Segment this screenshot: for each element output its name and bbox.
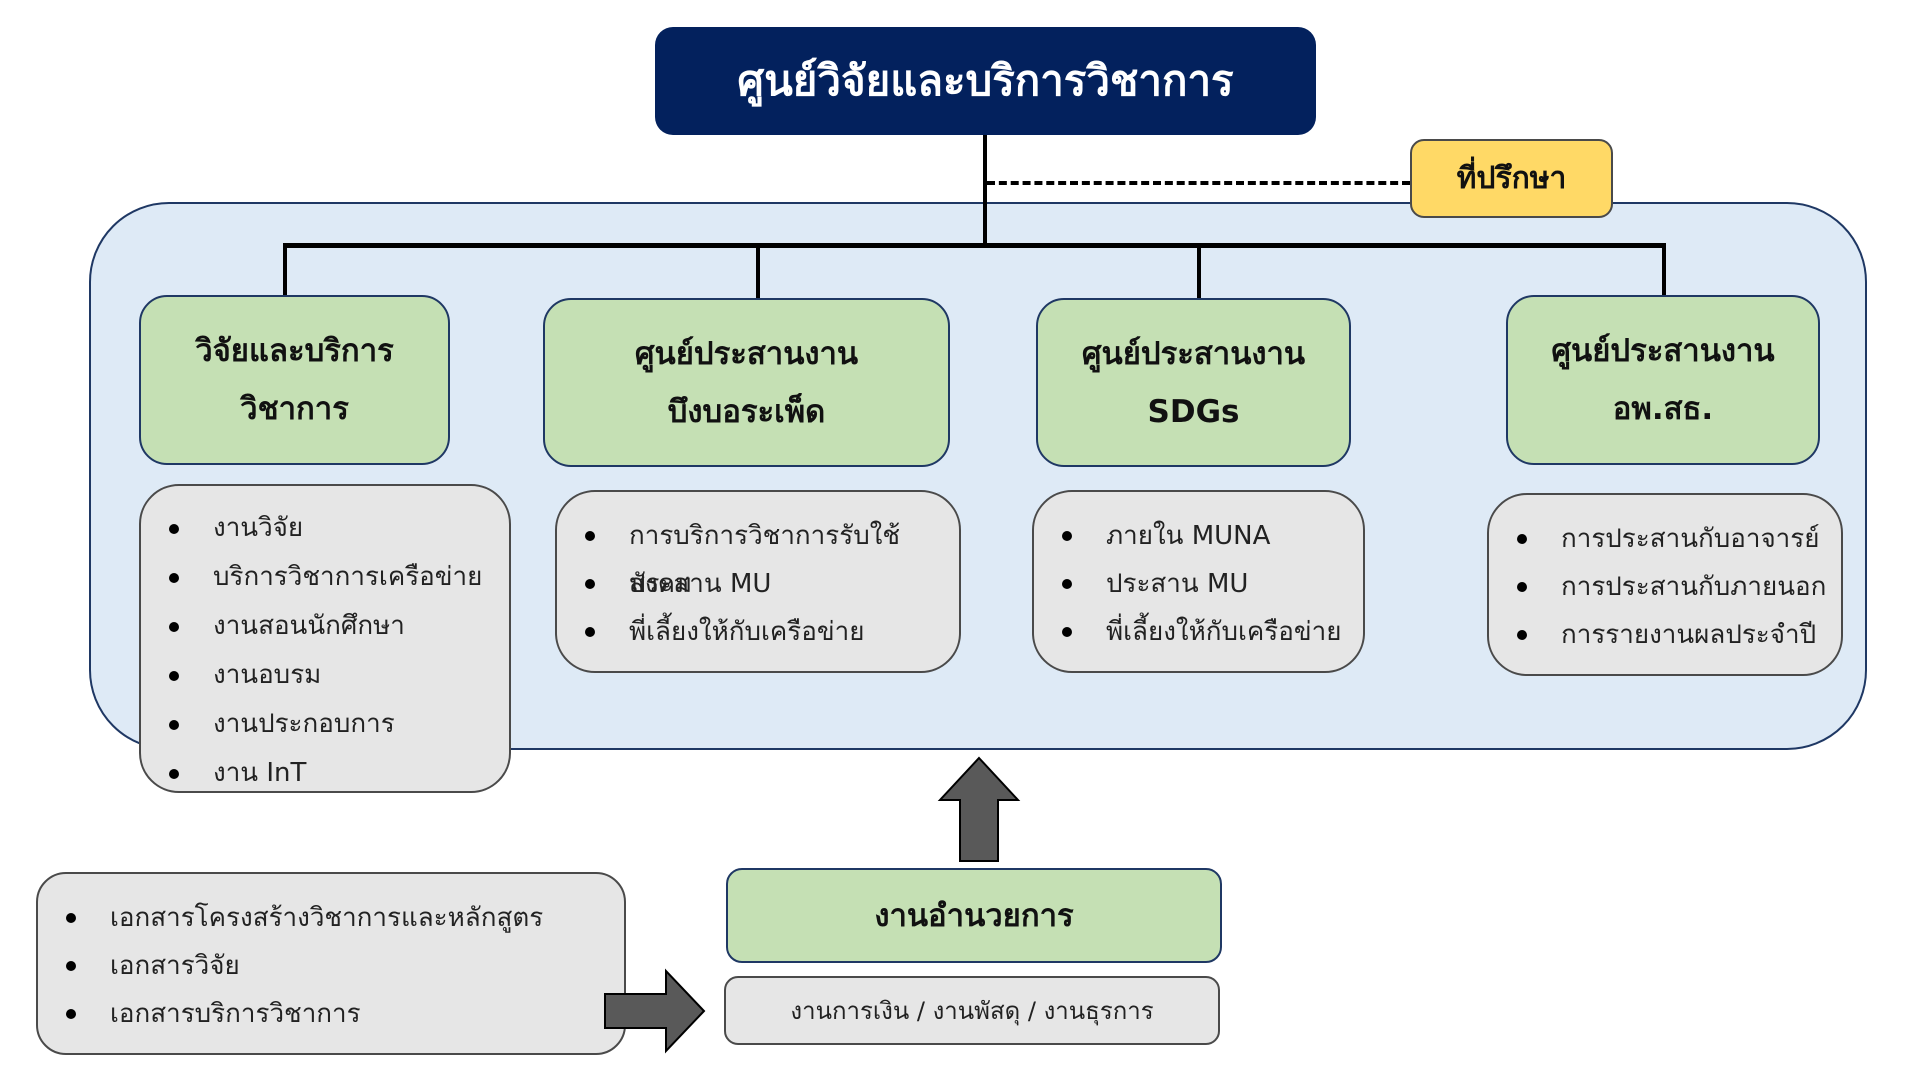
unit-list-research: งานวิจัย บริการวิชาการเครือข่าย งานสอนนั… <box>139 484 511 793</box>
unit-list-bueng-boraphet: การบริการวิชาการรับใช้สังคม ประสาน MU พี… <box>555 490 961 673</box>
bullet-icon <box>169 621 179 632</box>
center-title: ศูนย์วิจัยและบริการวิชาการ <box>737 56 1234 105</box>
unit-box-sdgs: ศูนย์ประสานงาน SDGs <box>1036 298 1351 467</box>
list-item: งานสอนนักศึกษา <box>141 602 509 651</box>
unit-title-line2: อพ.สธ. <box>1612 391 1714 427</box>
bullet-icon <box>1517 534 1527 544</box>
list-item: เอกสารวิจัย <box>38 942 624 990</box>
bullet-icon <box>1062 579 1072 589</box>
list-item: การบริการวิชาการรับใช้สังคม <box>557 512 959 599</box>
branch-line-4 <box>1662 243 1666 295</box>
unit-box-research: วิจัยและบริการ วิชาการ <box>139 295 450 465</box>
admin-box: งานอำนวยการ <box>726 868 1222 963</box>
unit-title-line2: บึงบอระเพ็ด <box>667 393 826 430</box>
list-item: งานวิจัย <box>141 504 509 553</box>
unit-title-line1: ศูนย์ประสานงาน <box>1551 333 1775 369</box>
list-item: ประสาน MU <box>1034 560 1363 608</box>
unit-box-bueng-boraphet: ศูนย์ประสานงาน บึงบอระเพ็ด <box>543 298 950 467</box>
advisor-box: ที่ปรึกษา <box>1410 139 1613 218</box>
list-item: บริการวิชาการเครือข่าย <box>141 553 509 602</box>
admin-title: งานอำนวยการ <box>874 897 1074 934</box>
list-item: เอกสารโครงสร้างวิชาการและหลักสูตร <box>38 894 624 942</box>
branch-line-2 <box>756 243 760 298</box>
bullet-icon <box>1062 627 1072 637</box>
list-item: งาน InT <box>141 749 509 798</box>
trunk-line <box>983 135 987 247</box>
unit-list-sdgs: ภายใน MUNA ประสาน MU พี่เลี้ยงให้กับเครื… <box>1032 490 1365 673</box>
admin-sub-box: งานการเงิน / งานพัสดุ / งานธุรการ <box>724 976 1220 1045</box>
bullet-icon <box>1517 630 1527 640</box>
list-item: พี่เลี้ยงให้กับเครือข่าย <box>1034 608 1363 656</box>
bullet-icon <box>66 1009 76 1019</box>
bullet-icon <box>585 579 595 589</box>
branch-line-3 <box>1197 243 1201 298</box>
advisor-dashed-line <box>987 181 1410 185</box>
up-arrow-icon <box>937 756 1021 862</box>
advisor-label: ที่ปรึกษา <box>1456 161 1567 196</box>
list-item: งานอบรม <box>141 651 509 700</box>
bullet-icon <box>66 913 76 923</box>
list-item: ประสาน MU <box>557 560 959 608</box>
admin-sub-label: งานการเงิน / งานพัสดุ / งานธุรการ <box>790 997 1154 1025</box>
unit-box-ap-sor-thor: ศูนย์ประสานงาน อพ.สธ. <box>1506 295 1820 465</box>
list-item: เอกสารบริการวิชาการ <box>38 990 624 1038</box>
unit-title-line1: ศูนย์ประสานงาน <box>1081 335 1306 372</box>
list-item: งานประกอบการ <box>141 700 509 749</box>
unit-title-line2: SDGs <box>1147 393 1240 430</box>
bullet-icon <box>169 768 179 779</box>
bullet-icon <box>169 719 179 730</box>
list-item: การรายงานผลประจำปี <box>1489 611 1841 659</box>
list-item: ภายใน MUNA <box>1034 512 1363 560</box>
right-arrow-icon <box>604 968 706 1054</box>
list-item: พี่เลี้ยงให้กับเครือข่าย <box>557 608 959 656</box>
list-item: การประสานกับภายนอก <box>1489 563 1841 611</box>
bullet-icon <box>169 572 179 583</box>
unit-title-line1: ศูนย์ประสานงาน <box>634 335 859 372</box>
unit-title-line2: วิชาการ <box>240 391 349 427</box>
bullet-icon <box>1062 531 1072 541</box>
bullet-icon <box>585 531 595 541</box>
branch-line-1 <box>283 243 287 295</box>
bullet-icon <box>585 627 595 637</box>
bullet-icon <box>169 670 179 681</box>
bullet-icon <box>1517 582 1527 592</box>
center-title-box: ศูนย์วิจัยและบริการวิชาการ <box>655 27 1316 135</box>
horizontal-connector <box>283 243 1666 248</box>
unit-list-ap-sor-thor: การประสานกับอาจารย์ การประสานกับภายนอก ก… <box>1487 493 1843 676</box>
documents-box: เอกสารโครงสร้างวิชาการและหลักสูตร เอกสาร… <box>36 872 626 1055</box>
unit-title-line1: วิจัยและบริการ <box>195 333 394 369</box>
list-item: การประสานกับอาจารย์ <box>1489 515 1841 563</box>
bullet-icon <box>66 961 76 971</box>
bullet-icon <box>169 523 179 534</box>
